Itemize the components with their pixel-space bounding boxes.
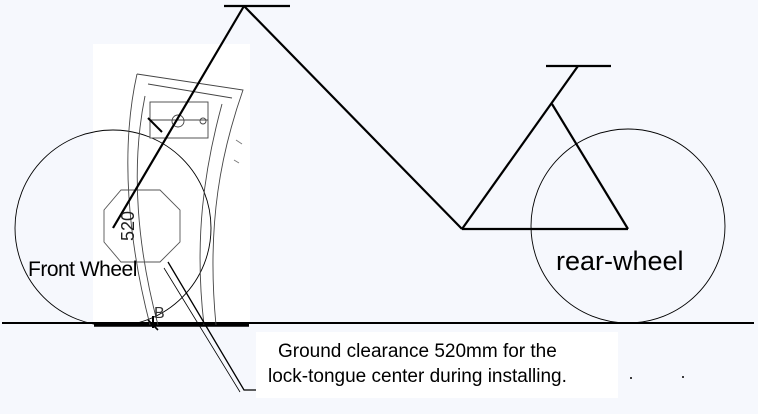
- lock-number-text: 520: [118, 211, 138, 241]
- rear-wheel-label: rear-wheel: [556, 246, 684, 276]
- top-tube: [243, 5, 463, 230]
- note-line-1: Ground clearance 520mm for the: [278, 341, 557, 362]
- stray-dot: [630, 377, 632, 379]
- seat-tube: [461, 65, 579, 230]
- bike-frame: [112, 4, 629, 231]
- rear-wheel-circle: [530, 128, 726, 324]
- stray-dot: [682, 376, 684, 378]
- note-panel: [256, 332, 618, 398]
- lock-backdrop-panel: [93, 44, 250, 326]
- lock-body: [103, 73, 244, 331]
- front-wheel-label: Front Wheel: [28, 258, 137, 281]
- note-leader-line-inner: [163, 267, 241, 393]
- seat-stay: [551, 103, 629, 230]
- fork-tube: [112, 5, 245, 229]
- lock-mark-text: B: [154, 305, 165, 322]
- note-line-2: lock-tongue center during installing.: [268, 366, 567, 387]
